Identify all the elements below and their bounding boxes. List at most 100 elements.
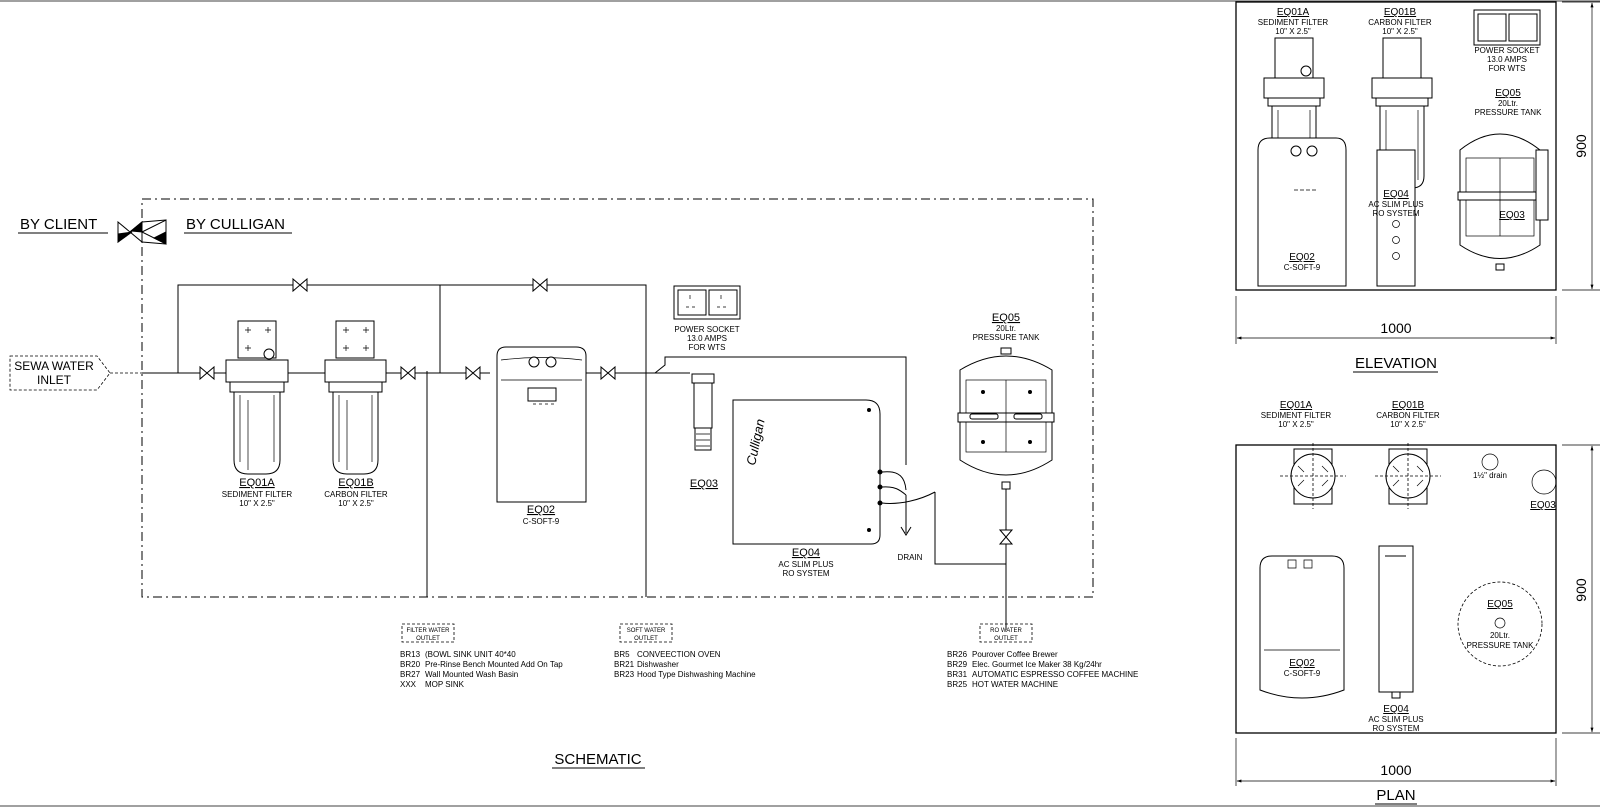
plan-eq05-cap: 20Ltr. — [1490, 631, 1510, 640]
elev-socket-line2: 13.0 AMPS — [1487, 55, 1527, 64]
elev-dim-height: 900 — [1573, 134, 1589, 158]
list-item: BR20 — [400, 660, 421, 669]
elev-eq01a-name: SEDIMENT FILTER — [1258, 18, 1329, 27]
list-item: BR5 — [614, 650, 630, 659]
eq01b-name: CARBON FILTER — [324, 490, 388, 499]
plan-eq04-ro-icon — [1378, 545, 1414, 699]
elev-eq01b-tag: EQ01B — [1384, 7, 1417, 18]
plan-eq01b-size: 10" X 2.5" — [1390, 420, 1426, 429]
bypass-valve-icon — [292, 278, 308, 292]
elevation-frame — [1235, 1, 1557, 291]
eq01a-tag: EQ01A — [239, 477, 275, 489]
eq04-name: AC SLIM PLUS — [778, 560, 833, 569]
eq05-pressure-tank-icon — [957, 347, 1055, 490]
inlet-line2: INLET — [37, 373, 72, 387]
eq05-cap: 20Ltr. — [996, 324, 1016, 333]
schematic-title: SCHEMATIC — [554, 751, 641, 768]
elev-dim-ext-v — [1562, 1, 1600, 291]
soft-water-outlet-tag: SOFT WATER OUTLET — [619, 623, 673, 643]
ro-water-outlet-tag: RO WATER OUTLET — [979, 623, 1033, 643]
plan-eq01a-size: 10" X 2.5" — [1278, 420, 1314, 429]
elev-eq05-cap: 20Ltr. — [1498, 99, 1518, 108]
power-socket-icon — [673, 285, 741, 320]
filter-water-outlet-tag: FILTER WATER OUTLET — [401, 623, 455, 643]
outlet-2-tag2: OUTLET — [634, 636, 658, 642]
elev-eq02-tag: EQ02 — [1289, 252, 1315, 263]
list-item: XXX — [400, 680, 417, 689]
by-culligan-label: BY CULLIGAN — [186, 216, 285, 233]
elevation-view: EQ01A SEDIMENT FILTER 10" X 2.5" EQ01B C… — [1235, 1, 1600, 373]
list-item: BR31 — [947, 670, 968, 679]
eq04-sub: RO SYSTEM — [782, 569, 829, 578]
list-item: BR29 — [947, 660, 968, 669]
socket-line2: 13.0 AMPS — [687, 334, 727, 343]
list-item: Pre-Rinse Bench Mounted Add On Tap — [425, 660, 563, 669]
socket-line1: POWER SOCKET — [674, 325, 739, 334]
elevation-title: ELEVATION — [1355, 355, 1437, 372]
elev-socket-line1: POWER SOCKET — [1474, 46, 1539, 55]
outlet-1-tag1: FILTER WATER — [407, 628, 451, 634]
elev-eq01a-size: 10" X 2.5" — [1275, 27, 1311, 36]
list-item: (BOWL SINK UNIT 40*40 — [425, 650, 516, 659]
outlet-3-tag2: OUTLET — [994, 636, 1018, 642]
plan-view: EQ01A SEDIMENT FILTER 10" X 2.5" EQ01B C… — [1235, 400, 1600, 805]
eq03-tag: EQ03 — [690, 478, 718, 490]
elev-eq04-sub: RO SYSTEM — [1372, 209, 1419, 218]
plan-eq01b-filter-icon — [1375, 443, 1441, 509]
filter-outlet-valve-icon — [400, 366, 416, 380]
eq02-tag: EQ02 — [527, 504, 555, 516]
plan-frame — [1235, 444, 1557, 734]
socket-line3: FOR WTS — [689, 343, 726, 352]
plan-eq03-icon — [1531, 469, 1557, 495]
list-item: BR13 — [400, 650, 421, 659]
softener-outlet-valve-icon — [600, 366, 616, 380]
list-item: BR25 — [947, 680, 968, 689]
soft-outlet-list: BR5 CONVEECTION OVEN BR21 Dishwasher BR2… — [614, 650, 756, 679]
tank-outlet-valve-icon — [998, 529, 1014, 545]
list-item: Elec. Gourmet Ice Maker 38 Kg/24hr — [972, 660, 1102, 669]
list-item: BR23 — [614, 670, 635, 679]
eq03-prefilter-icon — [691, 373, 715, 451]
elev-eq04-tag: EQ04 — [1383, 189, 1409, 200]
plan-eq01a-filter-icon — [1280, 443, 1346, 509]
filter-outlet-list: BR13 (BOWL SINK UNIT 40*40 BR20 Pre-Rins… — [400, 650, 563, 689]
plan-eq01b-tag: EQ01B — [1392, 400, 1425, 411]
plan-dim-ext — [1235, 738, 1557, 786]
bypass-pipe-1 — [177, 284, 441, 373]
list-item: CONVEECTION OVEN — [637, 650, 721, 659]
eq01b-tag: EQ01B — [338, 477, 373, 489]
outlet-3-tag1: RO WATER — [990, 628, 1022, 634]
culligan-scope-boundary — [141, 198, 1094, 598]
list-item: HOT WATER MACHINE — [972, 680, 1058, 689]
plan-eq01b-name: CARBON FILTER — [1376, 411, 1440, 420]
plan-dim-width: 1000 — [1380, 762, 1411, 778]
list-item: Hood Type Dishwashing Machine — [637, 670, 756, 679]
softener-inlet-valve-icon — [465, 366, 481, 380]
elev-eq01a-tag: EQ01A — [1277, 7, 1310, 18]
boundary-valve-icon — [117, 219, 167, 245]
drain-line — [900, 495, 912, 536]
plan-eq05-name: PRESSURE TANK — [1467, 641, 1534, 650]
list-item: Pourover Coffee Brewer — [972, 650, 1058, 659]
elev-eq05-tag: EQ05 — [1495, 88, 1521, 99]
elev-eq01b-size: 10" X 2.5" — [1382, 27, 1418, 36]
list-item: Dishwasher — [637, 660, 679, 669]
eq02-name: C-SOFT-9 — [523, 517, 560, 526]
ro-to-tank-pipe — [934, 492, 1006, 565]
plan-dim-height: 900 — [1573, 578, 1589, 602]
list-item: BR27 — [400, 670, 421, 679]
plan-drain-icon — [1481, 453, 1499, 471]
elev-eq02-name: C-SOFT-9 — [1284, 263, 1321, 272]
list-item: AUTOMATIC ESPRESSO COFFEE MACHINE — [972, 670, 1138, 679]
ro-feed-pipe — [654, 356, 907, 465]
schematic-view: BY CLIENT BY CULLIGAN SEWA WATER INLET — [9, 198, 1138, 769]
by-client-label: BY CLIENT — [20, 216, 97, 233]
list-item: BR26 — [947, 650, 968, 659]
eq01b-size: 10" X 2.5" — [338, 499, 374, 508]
plan-title: PLAN — [1376, 787, 1415, 804]
plan-eq04-sub: RO SYSTEM — [1372, 724, 1419, 733]
elev-dim-width: 1000 — [1380, 320, 1411, 336]
inlet-valve-icon — [199, 366, 215, 380]
eq04-ro-system-icon: Culligan — [732, 399, 936, 545]
